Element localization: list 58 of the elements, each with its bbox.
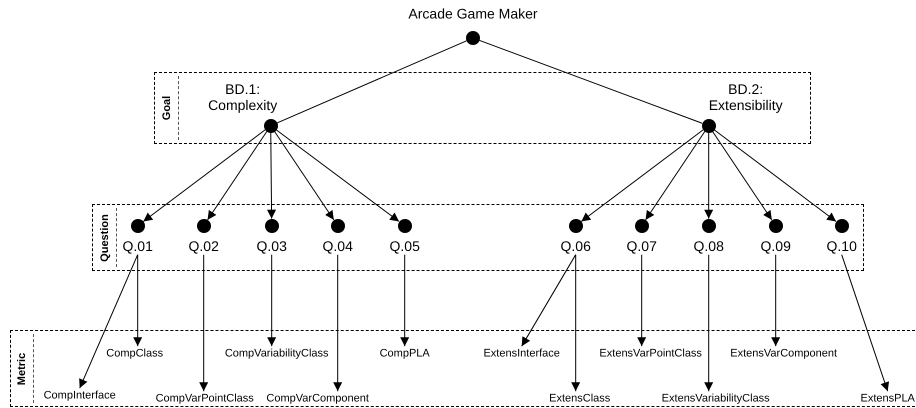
node-label: BD.2: Extensibility xyxy=(708,80,784,114)
connector-line xyxy=(276,40,468,124)
question-label: Q.09 xyxy=(760,238,792,254)
metric-label: ExtensVarComponent xyxy=(730,347,838,360)
metric-level-band xyxy=(10,330,916,407)
arrow xyxy=(645,131,706,220)
question-label: Q.02 xyxy=(188,238,220,254)
arrow xyxy=(714,129,837,222)
question-label: Q.06 xyxy=(560,238,592,254)
metric-label: ExtensInterface xyxy=(483,347,560,360)
node-dot xyxy=(466,31,480,45)
arrow xyxy=(142,129,266,222)
metric-label: ExtensPLA xyxy=(860,392,915,406)
arrow xyxy=(712,131,772,220)
level-label: Metric xyxy=(16,352,28,385)
arrow xyxy=(400,254,410,347)
question-label: Q.10 xyxy=(826,238,858,254)
arrow xyxy=(704,254,714,392)
question-label: Q.05 xyxy=(388,238,421,254)
arrow xyxy=(133,254,142,347)
node-label: Arcade Game Maker xyxy=(408,6,538,22)
arrow xyxy=(199,254,208,392)
metric-label: ExtensClass xyxy=(549,392,610,406)
node-dot xyxy=(702,118,716,133)
question-label: Q.04 xyxy=(322,238,354,254)
arrow xyxy=(274,131,334,220)
metric-label: CompInterface xyxy=(44,389,116,402)
arrow xyxy=(207,131,268,220)
metric-label: ExtensVarPointClass xyxy=(599,347,702,360)
question-label: Q.03 xyxy=(256,238,288,254)
metric-label: CompVarPointClass xyxy=(156,392,254,406)
metric-label: CompPLA xyxy=(380,347,430,360)
arrow xyxy=(267,132,276,220)
level-label: Question xyxy=(98,214,110,262)
question-label: Q.07 xyxy=(626,238,658,254)
arrow xyxy=(571,254,580,392)
question-level-band xyxy=(92,204,864,271)
connector-line xyxy=(479,40,703,124)
goal-level-band xyxy=(154,72,811,144)
arrow xyxy=(637,254,646,347)
arrow xyxy=(79,254,138,389)
question-label: Q.08 xyxy=(692,238,725,254)
arrow xyxy=(704,132,714,220)
arrow xyxy=(521,254,576,347)
node-label: BD.1: Complexity xyxy=(207,80,278,114)
metric-label: CompClass xyxy=(106,347,164,360)
arrow xyxy=(276,129,400,222)
metric-label: ExtensVariabilityClass xyxy=(662,392,770,406)
arrow xyxy=(841,254,890,392)
metric-label: CompVariabilityClass xyxy=(224,347,329,360)
arrow xyxy=(580,129,704,222)
level-label: Goal xyxy=(160,96,172,120)
arrow xyxy=(333,254,342,392)
arrow xyxy=(771,254,780,347)
arrow xyxy=(267,254,276,347)
metric-label: CompVarComponent xyxy=(266,392,369,406)
node-dot xyxy=(264,118,278,133)
question-label: Q.01 xyxy=(122,238,154,254)
